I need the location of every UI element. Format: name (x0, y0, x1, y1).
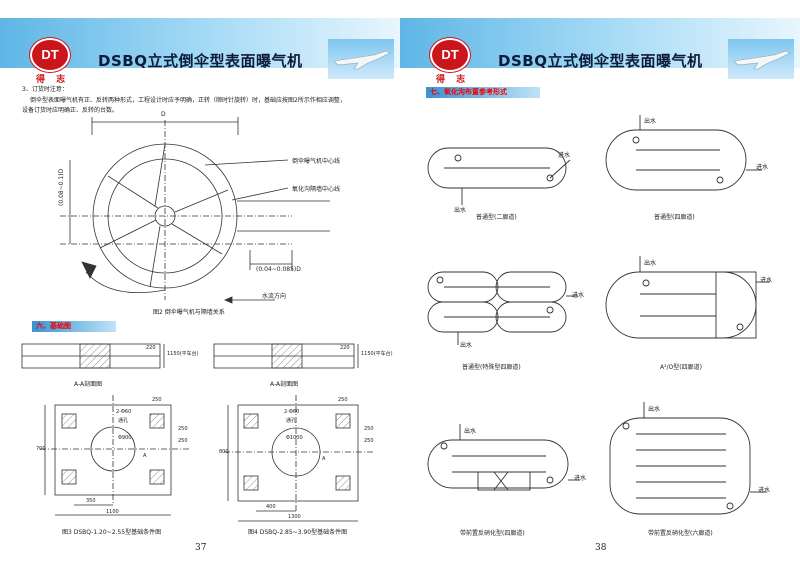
page-title: DSBQ立式倒伞型表面曝气机 (98, 52, 303, 70)
diagram-caption-3: 普通型(特殊型四廊道) (462, 364, 521, 371)
fig3-h2: 1150(平车台) (167, 351, 199, 357)
logo-subtitle: 得 志 (36, 75, 70, 85)
fig3-h700: 700 (36, 446, 46, 452)
page-header-right: DT 得 志 DSBQ立式倒伞型表面曝气机 (400, 18, 800, 85)
fig2-label-center: 倒伞曝气机中心线 (292, 158, 341, 165)
fig3-caption: 图3 DSBQ-1.20~2.55型基础条件图 (62, 529, 162, 536)
fig3-h1: 220 (146, 345, 156, 351)
fig2-drawing (60, 117, 330, 304)
diagram-caption-2: 普通型(四廊道) (654, 214, 695, 221)
fig4-mark-a: A (322, 456, 326, 462)
fig2-dim-d: D (161, 111, 166, 118)
diagram-caption-6: 带前置反硝化型(六廊道) (648, 530, 713, 537)
diagram1-outlet-label: 出水 (454, 207, 467, 214)
fig2-caption: 图2 倒伞曝气机与隔墙关系 (153, 309, 225, 316)
fig4-w400: 400 (266, 504, 276, 510)
fig3-hole-note: 通孔 (118, 418, 129, 424)
fig4-h250: 250 (364, 438, 374, 444)
diagram4-outlet-label: 出水 (644, 260, 657, 267)
fig3-h250: 250 (178, 438, 188, 444)
fig4-d250a: 250 (338, 397, 348, 403)
notes-line-1: 3、订货时注意： (22, 86, 68, 93)
fig4-diameter: Φ1000 (286, 435, 303, 441)
airplane-icon (733, 50, 791, 70)
right-page: DT 得 志 DSBQ立式倒伞型表面曝气机 七、氧化沟布置参考形式 (400, 0, 800, 565)
fig4-d250b: 250 (364, 426, 374, 432)
fig2-label-wall: 氧化沟隔墙中心线 (292, 186, 341, 193)
section-7-heading: 七、氧化沟布置参考形式 (426, 87, 540, 98)
diagram3-outlet-label: 出水 (460, 342, 473, 349)
left-page: DT 得 志 DSBQ立式倒伞型表面曝气机 3、订货时注意： 倒伞型表面曝气机有… (0, 18, 400, 553)
airplane-image-right (728, 39, 794, 79)
fig4-w1300: 1300 (288, 514, 301, 520)
page-number-right: 38 (595, 543, 607, 553)
fig4-section-label: A-A剖面图 (270, 381, 299, 388)
fig4-h1: 220 (340, 345, 350, 351)
diagram3-inlet-label: 进水 (572, 292, 585, 299)
diagram4-inlet-label: 进水 (760, 277, 773, 284)
company-logo-right: DT (430, 38, 470, 72)
fig4-h800: 800 (219, 449, 229, 455)
page-header: DT 得 志 DSBQ立式倒伞型表面曝气机 (0, 18, 400, 85)
diagram-caption-5: 带前置反硝化型(四廊道) (460, 530, 525, 537)
fig4-hole-note: 通孔 (286, 418, 297, 424)
diagram5-outlet-label: 出水 (464, 428, 477, 435)
notes-line-3: 设备订货时应明确正、反转的台数。 (22, 107, 119, 114)
diagram2-inlet-label: 进水 (756, 164, 769, 171)
foundation-drawings (21, 343, 374, 522)
fig3-diameter: Φ900 (118, 435, 132, 441)
fig3-w1100: 1100 (106, 509, 119, 515)
fig3-d250a: 250 (152, 397, 162, 403)
company-logo: DT (30, 38, 70, 72)
fig3-d250b: 250 (178, 426, 188, 432)
fig4-h2: 1150(平车台) (361, 351, 393, 357)
fig2-dim-offset: (0.04~0.085)D (256, 266, 301, 273)
diagram-caption-1: 普通型(二廊道) (476, 214, 517, 221)
logo-subtitle-right: 得 志 (436, 75, 470, 85)
fig3-w350: 350 (86, 498, 96, 504)
fig3-holes: 2-Φ60 (116, 409, 132, 415)
fig2-label-flow: 水流方向 (262, 293, 287, 300)
page-title-right: DSBQ立式倒伞型表面曝气机 (498, 52, 703, 70)
fig3-section-label: A-A剖面图 (74, 381, 103, 388)
airplane-icon (333, 50, 391, 70)
diagram2-outlet-label: 出水 (644, 118, 657, 125)
section-6-heading: 六、基础图 (32, 321, 116, 332)
diagram5-inlet-label: 进水 (574, 475, 587, 482)
diagram1-inlet-label: 进水 (558, 152, 571, 159)
fig3-mark-a: A (143, 453, 147, 459)
airplane-image (328, 39, 394, 79)
page-number-left: 37 (195, 543, 207, 553)
diagram-caption-4: A²/O型(四廊道) (660, 364, 702, 371)
notes-line-2: 倒伞型表面曝气机有正、反转两种形式，工程设计时应予明确，正转（顺时针旋转）时，基… (30, 97, 346, 104)
fig4-holes: 2-Φ60 (284, 409, 300, 415)
fig4-caption: 图4 DSBQ-2.85~3.90型基础条件图 (248, 529, 348, 536)
oxidation-ditch-diagrams (427, 115, 770, 515)
diagram6-inlet-label: 进水 (758, 487, 771, 494)
diagram6-outlet-label: 出水 (648, 406, 661, 413)
